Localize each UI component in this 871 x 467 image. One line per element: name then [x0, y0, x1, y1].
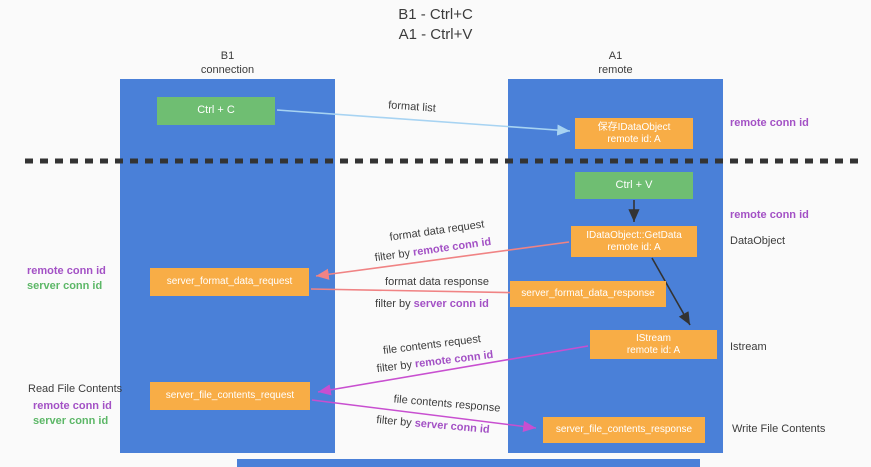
node-ctrl-c: Ctrl + C — [157, 97, 275, 125]
annotation-remote-conn-id-top: remote conn id — [730, 117, 809, 129]
annotation-write-file-contents: Write File Contents — [732, 423, 826, 435]
arrow-getdata-to-istream — [651, 257, 691, 326]
node-istream-line1: IStream — [635, 332, 671, 344]
lane-header-a1: A1 remote — [508, 49, 723, 77]
node-save-idataobject-line1: 保存IDataObject — [597, 121, 671, 133]
annotation-left-server-conn-id-2: server conn id — [33, 415, 109, 427]
annotation-left-remote-conn-id-1: remote conn id — [27, 265, 106, 277]
diagram-title: B1 - Ctrl+C A1 - Ctrl+V — [0, 5, 871, 45]
lane-header-b1: B1 connection — [120, 49, 335, 77]
lane-b1-role: connection — [200, 64, 255, 76]
node-getdata-line1: IDataObject::GetData — [586, 229, 682, 241]
title-line-1: B1 - Ctrl+C — [398, 6, 473, 23]
lane-a1-name: A1 — [608, 50, 623, 62]
arrow-file-contents-response — [311, 399, 537, 432]
arrow-format-list — [276, 109, 571, 136]
annotation-left-remote-conn-id-2: remote conn id — [33, 400, 112, 412]
node-save-idataobject-line2: remote id: A — [607, 133, 661, 145]
annotation-read-file-contents: Read File Contents — [28, 383, 123, 395]
node-getdata-line2: remote id: A — [607, 241, 661, 253]
arrow-format-data-response — [310, 287, 534, 299]
label-filter-server-1: filter by server conn id — [375, 298, 489, 310]
annotation-dataobject: DataObject — [730, 235, 786, 247]
node-save-idataobject: 保存IDataObject remote id: A — [575, 118, 693, 149]
node-idataobject-getdata: IDataObject::GetData remote id: A — [571, 226, 697, 257]
arrow-file-contents-request — [317, 345, 589, 396]
label-filter-server-1-key: server conn id — [413, 298, 489, 310]
title-line-2: A1 - Ctrl+V — [398, 26, 473, 43]
lane-a1-role: remote — [598, 64, 633, 76]
arrow-format-data-request — [315, 241, 570, 280]
bottom-lane-fragment — [237, 459, 700, 467]
annotation-left-server-conn-id-1: server conn id — [27, 280, 103, 292]
node-istream: IStream remote id: A — [590, 330, 717, 359]
node-server-format-data-request: server_format_data_request — [150, 268, 309, 296]
label-filter-server-1-prefix: filter by — [375, 298, 414, 310]
node-istream-line2: remote id: A — [626, 344, 681, 356]
annotation-istream: Istream — [730, 341, 767, 353]
annotation-remote-conn-id-mid: remote conn id — [730, 209, 809, 221]
label-format-data-response: format data response — [385, 276, 489, 288]
node-server-file-contents-response: server_file_contents_response — [543, 417, 705, 443]
node-server-file-contents-request: server_file_contents_request — [150, 382, 310, 410]
node-ctrl-v: Ctrl + V — [575, 172, 693, 199]
lane-b1-name: B1 — [220, 50, 235, 62]
node-server-format-data-response: server_format_data_response — [510, 281, 666, 307]
